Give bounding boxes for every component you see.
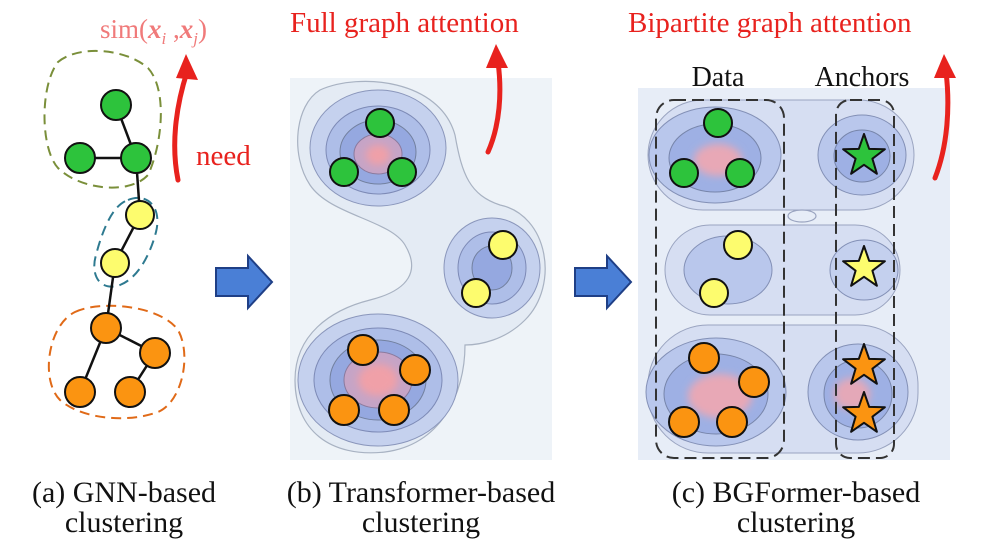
small-contour-ring: [787, 209, 817, 223]
panel-b-caption-line1: (b) Transformer-based: [287, 476, 556, 509]
yellow-node: [488, 230, 518, 260]
green-node: [703, 108, 733, 138]
density-blob-bottom: [297, 313, 459, 447]
orange-node: [90, 312, 122, 344]
orange-node: [738, 366, 770, 398]
panel-c-caption-line2: clustering: [737, 506, 855, 539]
green-cluster-outline: [43, 49, 162, 189]
panel-a-caption-line1: (a) GNN-based: [32, 476, 216, 509]
orange-node: [114, 376, 146, 408]
orange-node: [347, 334, 379, 366]
green-node: [365, 108, 395, 138]
green-node: [64, 142, 96, 174]
graph-nodes: [64, 89, 171, 408]
orange-node: [668, 406, 700, 438]
green-node: [120, 142, 152, 174]
green-node: [100, 89, 132, 121]
yellow-node: [723, 230, 753, 260]
panel-c-bgformer-clustering: Data Anchors Bipartite graph attention: [628, 7, 956, 539]
panel-b-title: Full graph attention: [290, 7, 519, 39]
anchor-stars: [842, 133, 886, 433]
panel-b-caption-line2: clustering: [362, 506, 480, 539]
yellow-node: [461, 278, 491, 308]
orange-node: [64, 376, 96, 408]
orange-node: [399, 354, 431, 386]
yellow-node: [125, 200, 155, 230]
orange-node: [378, 394, 410, 426]
data-points: [328, 108, 518, 426]
curved-up-arrow-icon: [932, 54, 956, 181]
need-label: need: [196, 140, 251, 172]
green-node: [669, 158, 699, 188]
panel-a-caption-line2: clustering: [65, 506, 183, 539]
data-label: Data: [692, 62, 745, 93]
star-icon: [842, 391, 886, 433]
yellow-node: [100, 248, 130, 278]
curved-up-arrow-icon: [172, 54, 198, 183]
right-arrow-icon: [574, 253, 633, 311]
green-node: [387, 157, 417, 187]
orange-node: [328, 394, 360, 426]
panel-b-transformer-clustering: Full graph attention (b) Transformer-bas…: [287, 7, 556, 539]
yellow-node: [699, 278, 729, 308]
data-points: [668, 108, 770, 438]
density-blob-top: [309, 89, 447, 207]
orange-node: [688, 342, 720, 374]
density-blob-middle: [443, 217, 541, 319]
similarity-label: sim(xi ,xj): [100, 14, 207, 48]
panel-a-gnn-clustering: sim(xi ,xj) need: [32, 14, 251, 539]
green-node: [329, 157, 359, 187]
right-arrow-icon: [215, 253, 274, 311]
anchors-label: Anchors: [815, 62, 910, 93]
anchors-group-box: [835, 99, 895, 459]
orange-node: [716, 406, 748, 438]
green-node: [725, 158, 755, 188]
panel-c-caption-line1: (c) BGFormer-based: [672, 476, 920, 509]
star-icon: [842, 133, 886, 175]
panel-c-title: Bipartite graph attention: [628, 7, 912, 39]
orange-node: [139, 337, 171, 369]
star-icon: [842, 343, 886, 385]
curved-up-arrow-icon: [485, 44, 508, 155]
star-icon: [842, 245, 886, 287]
data-group-box: [655, 99, 785, 459]
yellow-cluster-outline: [93, 197, 159, 288]
